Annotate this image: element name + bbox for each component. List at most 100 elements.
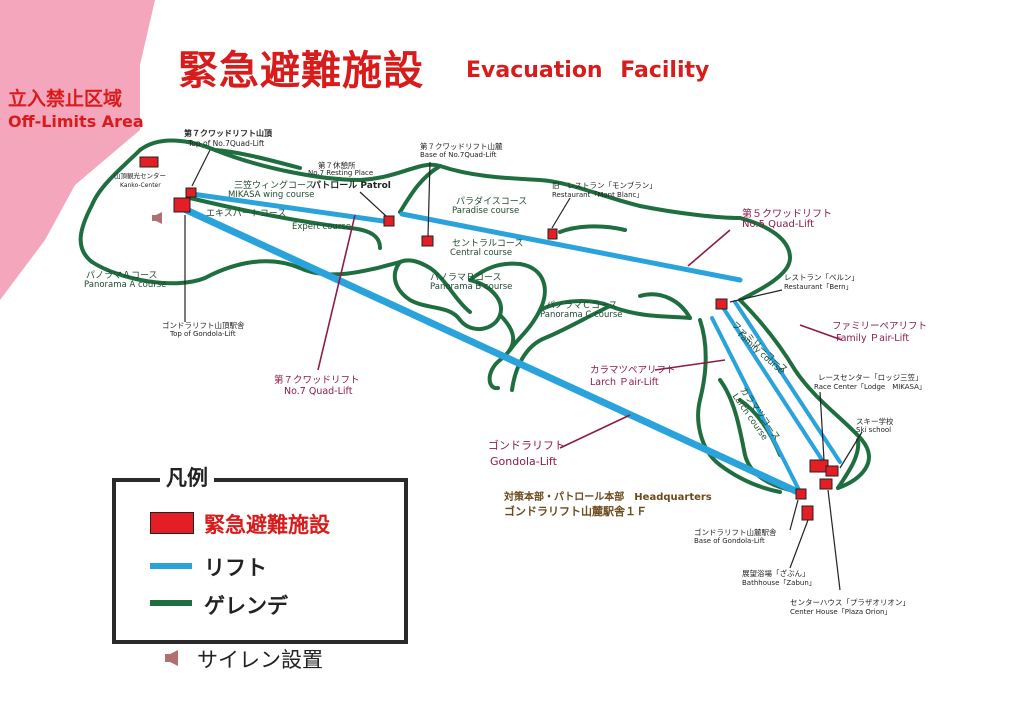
off-limits-area [0, 0, 155, 300]
legend-lift-label: リフト [204, 556, 267, 580]
no7-quad-lift-line [189, 191, 393, 225]
label-no5-jp: 第５クワッドリフト [742, 209, 832, 220]
title-english: Evacuation Facility [466, 58, 710, 83]
label-top-no7-en: Top of No.7Quad-Lift [188, 139, 265, 148]
label-base-no7-en: Base of No.7Quad-Lift [420, 151, 497, 159]
label-gondola-jp: ゴンドラリフト [488, 439, 565, 452]
lift-lines [178, 191, 842, 497]
label-no5-en: No.5 Quad-Lift [742, 219, 815, 230]
label-ski-jp: スキー学校 [856, 417, 894, 426]
label-gondola-en: Gondola-Lift [490, 455, 557, 468]
label-no7-lift-jp: 第７クワッドリフト [274, 375, 360, 386]
label-monblanc-jp: 旧 レストラン「モンブラン」 [552, 181, 657, 190]
no5-quad-lift-line [399, 211, 743, 283]
course-mikasa-en: MIKASA wing course [228, 190, 315, 200]
arrow-monblanc [551, 197, 571, 229]
course-expert-en: Expert course [292, 222, 351, 232]
label-bath-jp: 展望浴場「ざぶん」 [742, 569, 810, 578]
callout-arrows-dark [184, 149, 863, 591]
arrow-center [827, 489, 841, 591]
course-central-jp: セントラルコース [452, 239, 524, 249]
course-expert-jp: エキスパートコース [206, 209, 287, 219]
arrow-bern [729, 289, 783, 303]
course-panorama-a-jp: パノラマＡコース [86, 271, 158, 281]
arrow-no5 [687, 229, 731, 267]
legend-slope-swatch [150, 600, 192, 606]
facility-race-center [809, 459, 829, 473]
facility-base-no7 [421, 235, 434, 247]
facility-markers [139, 156, 839, 521]
label-resting-jp: 第７休憩所 [318, 161, 356, 170]
label-headquarters: 対策本部・パトロール本部 Headquarters [504, 492, 712, 503]
arrow-top-no7 [191, 149, 211, 187]
facility-ski-school [825, 465, 839, 477]
facility-resting-place [383, 215, 395, 227]
legend-siren-icon [165, 650, 178, 666]
course-panorama-c-en: Panorama C course [540, 310, 623, 320]
label-kanko-en: Kanko-Center [120, 182, 161, 189]
larch-pair-lift-line [710, 316, 802, 494]
arrow-bath [789, 519, 809, 569]
siren-speaker-icon [152, 212, 162, 224]
arrow-race [819, 391, 825, 461]
legend-slope-label: ゲレンデ [204, 594, 288, 618]
label-resting-en: No.7 Resting Place [308, 169, 374, 177]
label-no7-lift-en: No.7 Quad-Lift [284, 386, 353, 397]
label-top-no7-jp: 第７クワッドリフト山頂 [184, 129, 272, 138]
facility-headquarters [795, 488, 807, 500]
legend-title: 凡例 [160, 462, 214, 492]
label-center-en: Center House「Plaza Orion」 [790, 608, 892, 616]
arrow-ski [839, 431, 863, 469]
family-pair-lift-line [720, 304, 828, 468]
course-panorama-a-en: Panorama A course [84, 280, 167, 290]
legend-siren-label: サイレン設置 [197, 648, 323, 672]
label-bath-en: Bathhouse「Zabun」 [742, 579, 816, 587]
label-monblanc-en: Restaurant「Mont Blanc」 [552, 191, 644, 199]
off-limits-label-en: Off-Limits Area [8, 112, 144, 131]
arrow-gondola [559, 414, 631, 449]
label-top-gondola-en: Top of Gondola-Lift [170, 330, 236, 338]
facility-center-house [819, 478, 833, 490]
label-center-jp: センターハウス「プラザオリオン」 [790, 598, 910, 607]
label-top-gondola-jp: ゴンドラリフト山頂駅舎 [162, 321, 245, 330]
label-race-en: Race Center「Lodge MIKASA」 [814, 383, 926, 391]
gondola-lift-line [178, 204, 804, 497]
course-paradise-jp: パラダイスコース [456, 197, 528, 207]
arrow-larch [654, 359, 726, 371]
arrow-resting [359, 191, 387, 217]
facility-mont-blanc [547, 228, 558, 240]
label-bern-en: Restaurant「Bern」 [784, 283, 853, 291]
legend-facility-swatch [150, 512, 194, 534]
label-larch-lift-jp: カラマツペアリフト [590, 365, 676, 376]
label-base-gondola-jp: ゴンドラリフト山麓駅舎 [694, 528, 777, 537]
callout-arrows [317, 214, 843, 449]
legend-facility-label: 緊急避難施設 [204, 513, 330, 537]
label-family-lift-en: Family Ｐair-Lift [836, 333, 910, 344]
label-ski-en: Ski school [856, 426, 892, 434]
label-family-lift-jp: ファミリーペアリフト [832, 321, 928, 332]
facility-top-gondola [173, 197, 191, 213]
label-bern-jp: レストラン「ベルン」 [784, 273, 859, 282]
legend-lift-swatch [150, 563, 192, 569]
arrow-base-no7 [427, 161, 431, 237]
course-panorama-b-en: Panorama B course [430, 282, 513, 292]
label-race-jp: レースセンター「ロッジ三笠」 [818, 373, 923, 382]
arrow-family [799, 324, 843, 341]
slope-outlines [78, 138, 871, 494]
label-kanko-jp: 山頂観光センター [114, 172, 166, 180]
label-larch-lift-en: Larch Ｐair-Lift [590, 377, 659, 388]
label-base-gondola-en: Base of Gondola-Lift [694, 537, 765, 545]
course-central-en: Central course [450, 248, 513, 258]
course-panorama-c-jp: パノラマＣコース [546, 301, 618, 311]
arrow-base-gondola [789, 499, 799, 531]
facility-bathhouse [801, 505, 814, 521]
course-paradise-en: Paradise course [452, 206, 520, 216]
arrow-no7-lift [317, 214, 356, 371]
facility-top-no7 [185, 187, 197, 198]
facility-bern [715, 298, 728, 310]
title-japanese: 緊急避難施設 [178, 47, 424, 94]
label-patrol: パトロール Patrol [312, 181, 391, 191]
course-mikasa-jp: 三笠ウィングコース [234, 181, 315, 191]
course-panorama-b-jp: パノラマＢコース [430, 273, 502, 283]
